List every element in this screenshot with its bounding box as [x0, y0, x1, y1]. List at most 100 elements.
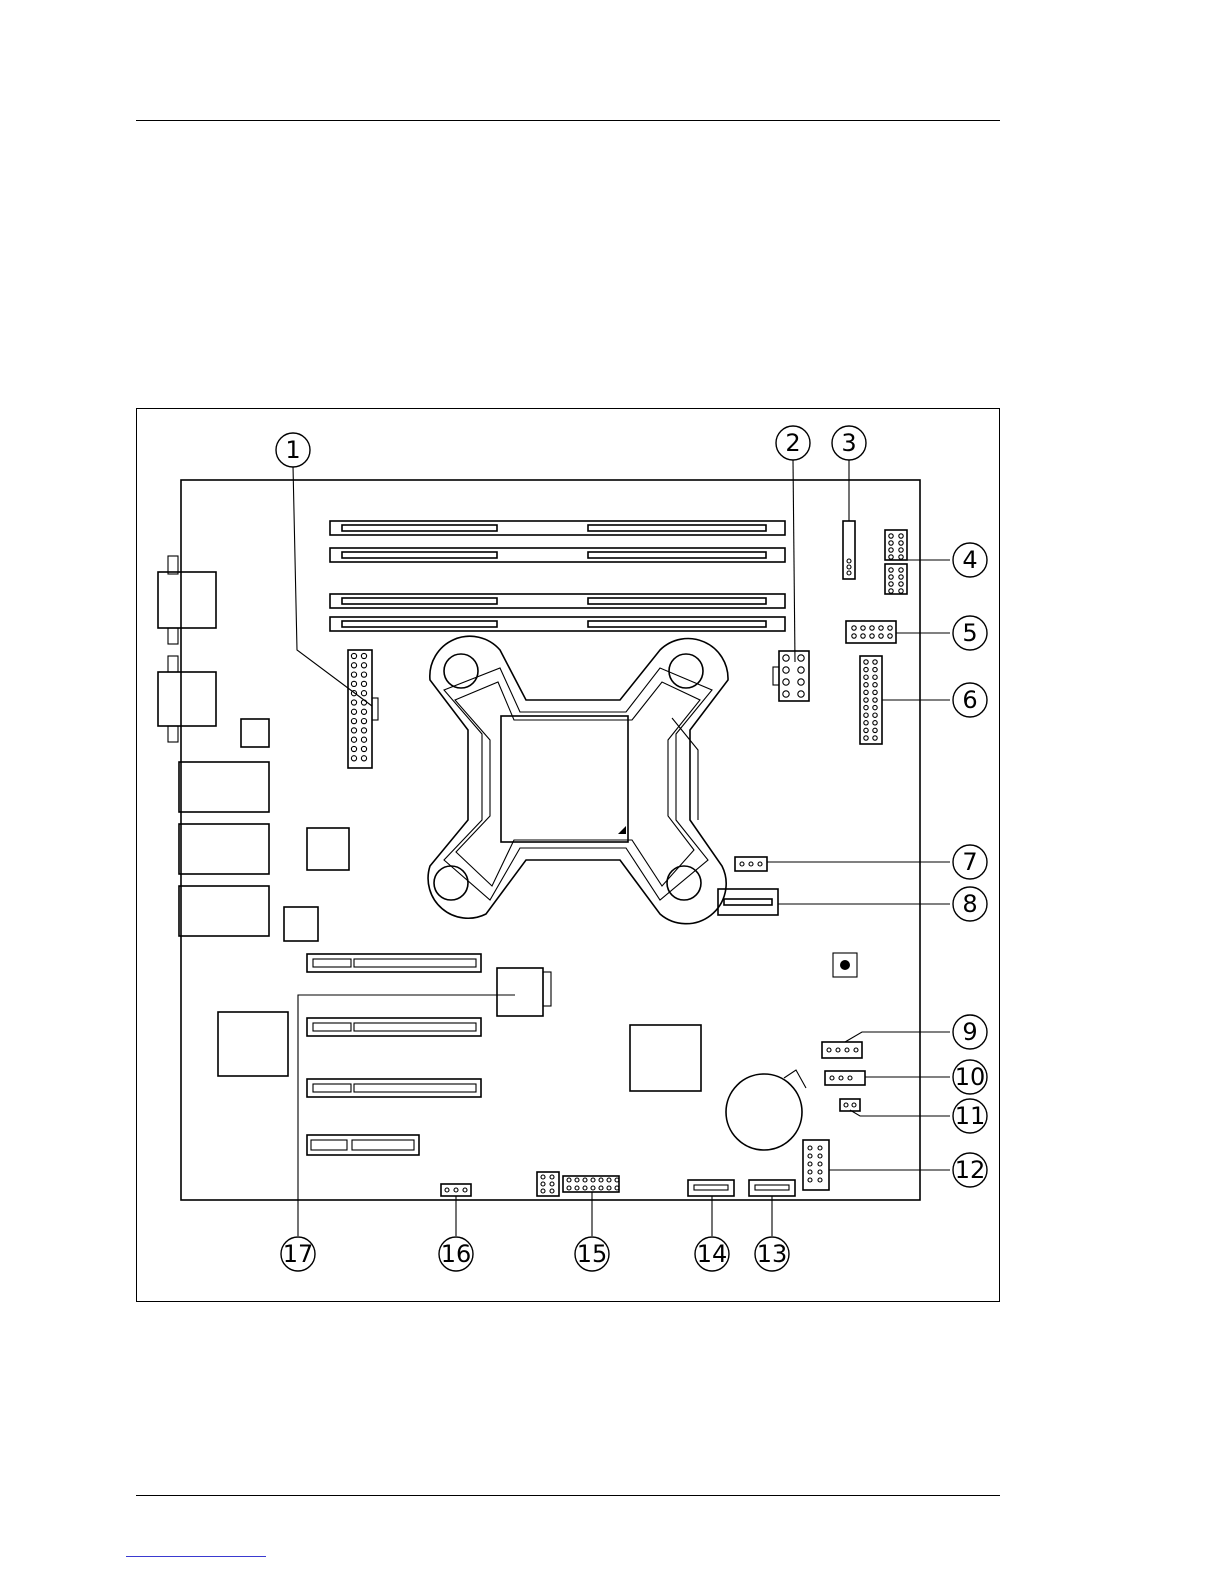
pin	[864, 683, 868, 687]
pin	[541, 1175, 545, 1179]
callout-1: 1	[276, 433, 310, 467]
pin	[873, 728, 877, 732]
pin	[864, 667, 868, 671]
footer-rule	[136, 1495, 1000, 1496]
pin	[899, 568, 903, 572]
pin	[361, 691, 366, 696]
pin	[873, 683, 877, 687]
pin	[852, 626, 856, 630]
cpu-power-connector	[773, 651, 809, 701]
rear-io-panel	[158, 556, 269, 936]
pin	[818, 1170, 822, 1174]
pin	[351, 700, 356, 705]
pin	[818, 1178, 822, 1182]
pin	[873, 736, 877, 740]
callout-3: 3	[832, 426, 866, 460]
callout-number: 12	[955, 1156, 986, 1184]
pin	[808, 1170, 812, 1174]
pin	[351, 709, 356, 714]
callout-13: 13	[755, 1237, 789, 1271]
pin	[836, 1048, 840, 1052]
pin	[873, 721, 877, 725]
pin	[864, 698, 868, 702]
pin	[864, 675, 868, 679]
cmos-battery	[726, 1070, 806, 1150]
pin	[361, 719, 366, 724]
pin	[361, 672, 366, 677]
pin	[798, 679, 804, 685]
pin	[879, 626, 883, 630]
pin	[599, 1186, 603, 1190]
pin	[740, 862, 744, 866]
pin	[783, 655, 789, 661]
pin	[818, 1162, 822, 1166]
callout-number: 3	[841, 429, 856, 457]
pin	[899, 534, 903, 538]
pin	[808, 1146, 812, 1150]
pin	[864, 713, 868, 717]
pin	[550, 1182, 554, 1186]
pin	[351, 653, 356, 658]
callout-7: 7	[953, 845, 987, 879]
callout-number: 16	[441, 1240, 472, 1268]
pin	[591, 1178, 595, 1182]
callout-number: 17	[283, 1240, 314, 1268]
pin	[889, 582, 893, 586]
pin	[575, 1178, 579, 1182]
pin	[864, 705, 868, 709]
pin	[873, 667, 877, 671]
pin	[550, 1189, 554, 1193]
pin	[852, 1103, 856, 1107]
main-power-pins	[351, 653, 366, 761]
pin	[879, 634, 883, 638]
callout-14: 14	[695, 1237, 729, 1271]
callout-15: 15	[575, 1237, 609, 1271]
header-9	[822, 1042, 862, 1058]
callout-2: 2	[776, 426, 810, 460]
pin	[798, 667, 804, 673]
chip	[241, 719, 269, 747]
pin	[899, 575, 903, 579]
pin	[864, 728, 868, 732]
pin	[550, 1175, 554, 1179]
pin	[873, 690, 877, 694]
callout-17: 17	[281, 1237, 315, 1271]
chip	[630, 1025, 701, 1091]
callout-16: 16	[439, 1237, 473, 1271]
pin	[783, 679, 789, 685]
pin	[351, 737, 356, 742]
header-10	[825, 1071, 865, 1085]
header-12	[803, 1140, 829, 1190]
pin	[798, 655, 804, 661]
pin	[889, 575, 893, 579]
chip	[284, 907, 318, 941]
pin	[361, 746, 366, 751]
callout-11: 11	[953, 1099, 987, 1133]
pin	[899, 589, 903, 593]
pin	[351, 672, 356, 677]
callout-12: 12	[953, 1153, 987, 1187]
callout-6: 6	[953, 683, 987, 717]
pin	[463, 1188, 467, 1192]
pin	[351, 663, 356, 668]
pin	[758, 862, 762, 866]
pin	[889, 589, 893, 593]
pin	[361, 653, 366, 658]
pin	[351, 756, 356, 761]
pin	[783, 667, 789, 673]
pin	[567, 1178, 571, 1182]
pin	[798, 691, 804, 697]
pin	[830, 1076, 834, 1080]
pin	[827, 1048, 831, 1052]
pin	[864, 690, 868, 694]
pin	[541, 1182, 545, 1186]
pin	[873, 660, 877, 664]
pin	[583, 1186, 587, 1190]
expansion-slots	[307, 954, 481, 1155]
sata-14	[688, 1180, 734, 1196]
pin	[861, 634, 865, 638]
callout-4: 4	[953, 543, 987, 577]
vertical-header	[843, 521, 855, 579]
pin	[873, 713, 877, 717]
